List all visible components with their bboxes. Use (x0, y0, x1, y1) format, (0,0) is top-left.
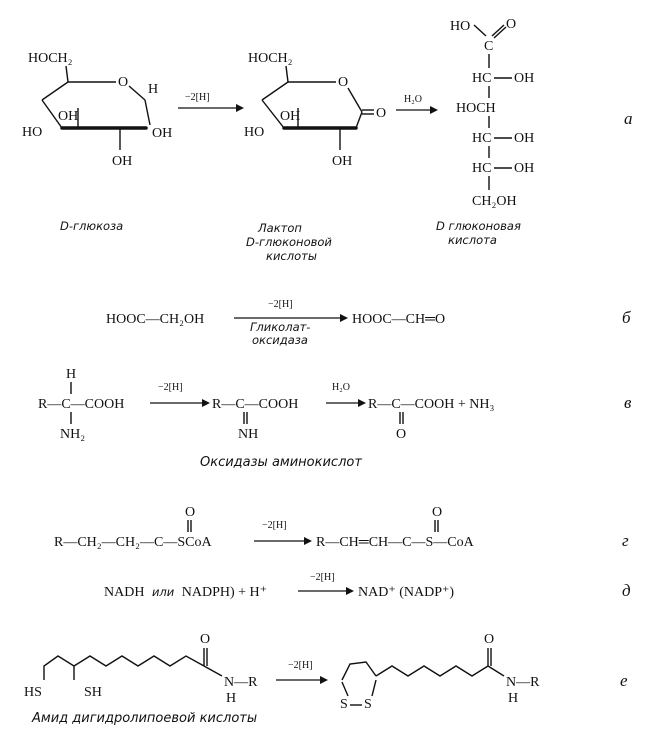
lactone-oh3: OH (332, 154, 352, 169)
gluconic-acid-structure: HO O C HC OH HOCH HC OH HC OH CH₂OH (450, 17, 534, 209)
acid-r4-right: OH (514, 161, 534, 176)
acid-r4-left: HC (472, 161, 491, 176)
glucose-h: H (148, 82, 158, 97)
dihydrolipoamide-structure: HS SH O N—R H (24, 632, 258, 706)
e-s1: S (340, 697, 348, 712)
reaction-v: H R—C—COOH NH₂ −2[H] R—C—COOH NH H₂O R—C… (38, 367, 632, 470)
e-hs: HS (24, 685, 42, 700)
a-arrow2-label: H₂O (404, 94, 422, 105)
v-o: O (396, 427, 406, 442)
v-arrow2-label: H₂O (332, 382, 350, 393)
v-h: H (66, 367, 76, 382)
e-sh: SH (84, 685, 102, 700)
d-product: NAD⁺ (NADP⁺) (358, 585, 454, 600)
d-nadph: NADPH) + H⁺ (182, 585, 267, 600)
acid-r3-right: OH (514, 131, 534, 146)
reaction-g: O R—CH₂—CH₂—C—SCoA −2[H] O R—CH═CH—C—S—C… (54, 505, 629, 550)
acid-r1-right: OH (514, 71, 534, 86)
v-arrow1-label: −2[H] (158, 382, 183, 393)
e-left-o: O (200, 632, 210, 647)
reaction-e: HS SH O N—R H −2[H] S S O N—R H А (24, 632, 628, 726)
e-arrow-label: −2[H] (288, 660, 313, 671)
lactone-structure: HOCH₂ O O HO OH OH (244, 51, 386, 169)
label-g: г (622, 531, 629, 550)
lactone-ring-o: O (338, 75, 348, 90)
e-s2: S (364, 697, 372, 712)
reaction-a: HOCH₂ O H OH OH HO OH −2[H] HOCH₂ O (22, 17, 633, 263)
g-product: R—CH═CH—C—S—CoA (316, 535, 475, 550)
lactone-oh2: OH (280, 109, 300, 124)
glucose-structure: HOCH₂ O H OH OH HO OH (22, 51, 172, 169)
acid-r3-left: HC (472, 131, 491, 146)
glucose-ho: HO (22, 125, 42, 140)
e-left-h: H (226, 691, 236, 706)
g-arrow-label: −2[H] (262, 520, 287, 531)
v-nh2: NH₂ (60, 427, 85, 442)
reaction-b: HOOC—CH₂OH −2[H] Гликолат- оксидаза HOOC… (106, 299, 631, 347)
g-left-o: O (185, 505, 195, 520)
label-b: б (622, 308, 631, 327)
glucose-oh3: OH (112, 154, 132, 169)
caption-lactone-line3: кислоты (266, 249, 317, 263)
acid-ho: HO (450, 19, 470, 34)
caption-lactone-line2: D-глюконовой (246, 235, 332, 249)
g-right-o: O (432, 505, 442, 520)
b-arrow-label: −2[H] (268, 299, 293, 310)
v-intermediate: R—C—COOH (212, 397, 298, 412)
e-left-n: N—R (224, 675, 258, 690)
acid-r1-left: HC (472, 71, 491, 86)
glucose-ring-o: O (118, 75, 128, 90)
e-right-h: H (508, 691, 518, 706)
caption-acid-line2: кислота (448, 233, 497, 247)
e-right-n: N—R (506, 675, 540, 690)
v-product: R—C—COOH + NH₃ (368, 397, 494, 412)
lactone-keto-o: O (376, 106, 386, 121)
acid-o: O (506, 17, 516, 32)
acid-c: C (484, 39, 493, 54)
d-arrow-label: −2[H] (310, 572, 335, 583)
caption-glucose: D-глюкоза (60, 219, 123, 233)
label-v: в (624, 393, 632, 412)
d-reactant: NADH или NADPH) + H⁺ (104, 585, 267, 600)
a-arrow1-label: −2[H] (185, 92, 210, 103)
e-right-o: O (484, 632, 494, 647)
d-nadh: NADH (104, 585, 144, 600)
glucose-oh2: OH (58, 109, 78, 124)
b-product: HOOC—CH═O (352, 312, 445, 327)
reaction-d: NADH или NADPH) + H⁺ −2[H] NAD⁺ (NADP⁺) … (104, 572, 631, 600)
label-a: а (624, 109, 633, 128)
d-or: или (152, 585, 175, 599)
b-enzyme-line1: Гликолат- (250, 320, 310, 334)
label-e: е (620, 671, 628, 690)
lactone-ho: HO (244, 125, 264, 140)
v-nh: NH (238, 427, 258, 442)
caption-lactone-line1: Лактоп (257, 221, 302, 235)
acid-ch2oh: CH₂OH (472, 194, 517, 209)
b-enzyme-line2: оксидаза (252, 333, 308, 347)
v-reactant: R—C—COOH (38, 397, 124, 412)
v-caption: Оксидазы аминокислот (200, 455, 362, 470)
lactone-ch2oh: HOCH₂ (248, 51, 293, 66)
glucose-oh1: OH (152, 126, 172, 141)
label-d: д (622, 581, 631, 600)
glucose-ch2oh: HOCH₂ (28, 51, 73, 66)
g-reactant: R—CH₂—CH₂—C—SCoA (54, 535, 212, 550)
caption-acid-line1: D глюконовая (436, 219, 521, 233)
e-caption: Амид дигидролипоевой кислоты (31, 711, 257, 726)
lipoamide-structure: S S O N—R H (340, 632, 540, 712)
b-reactant: HOOC—CH₂OH (106, 312, 204, 327)
acid-r2-left: HOCH (456, 101, 496, 116)
